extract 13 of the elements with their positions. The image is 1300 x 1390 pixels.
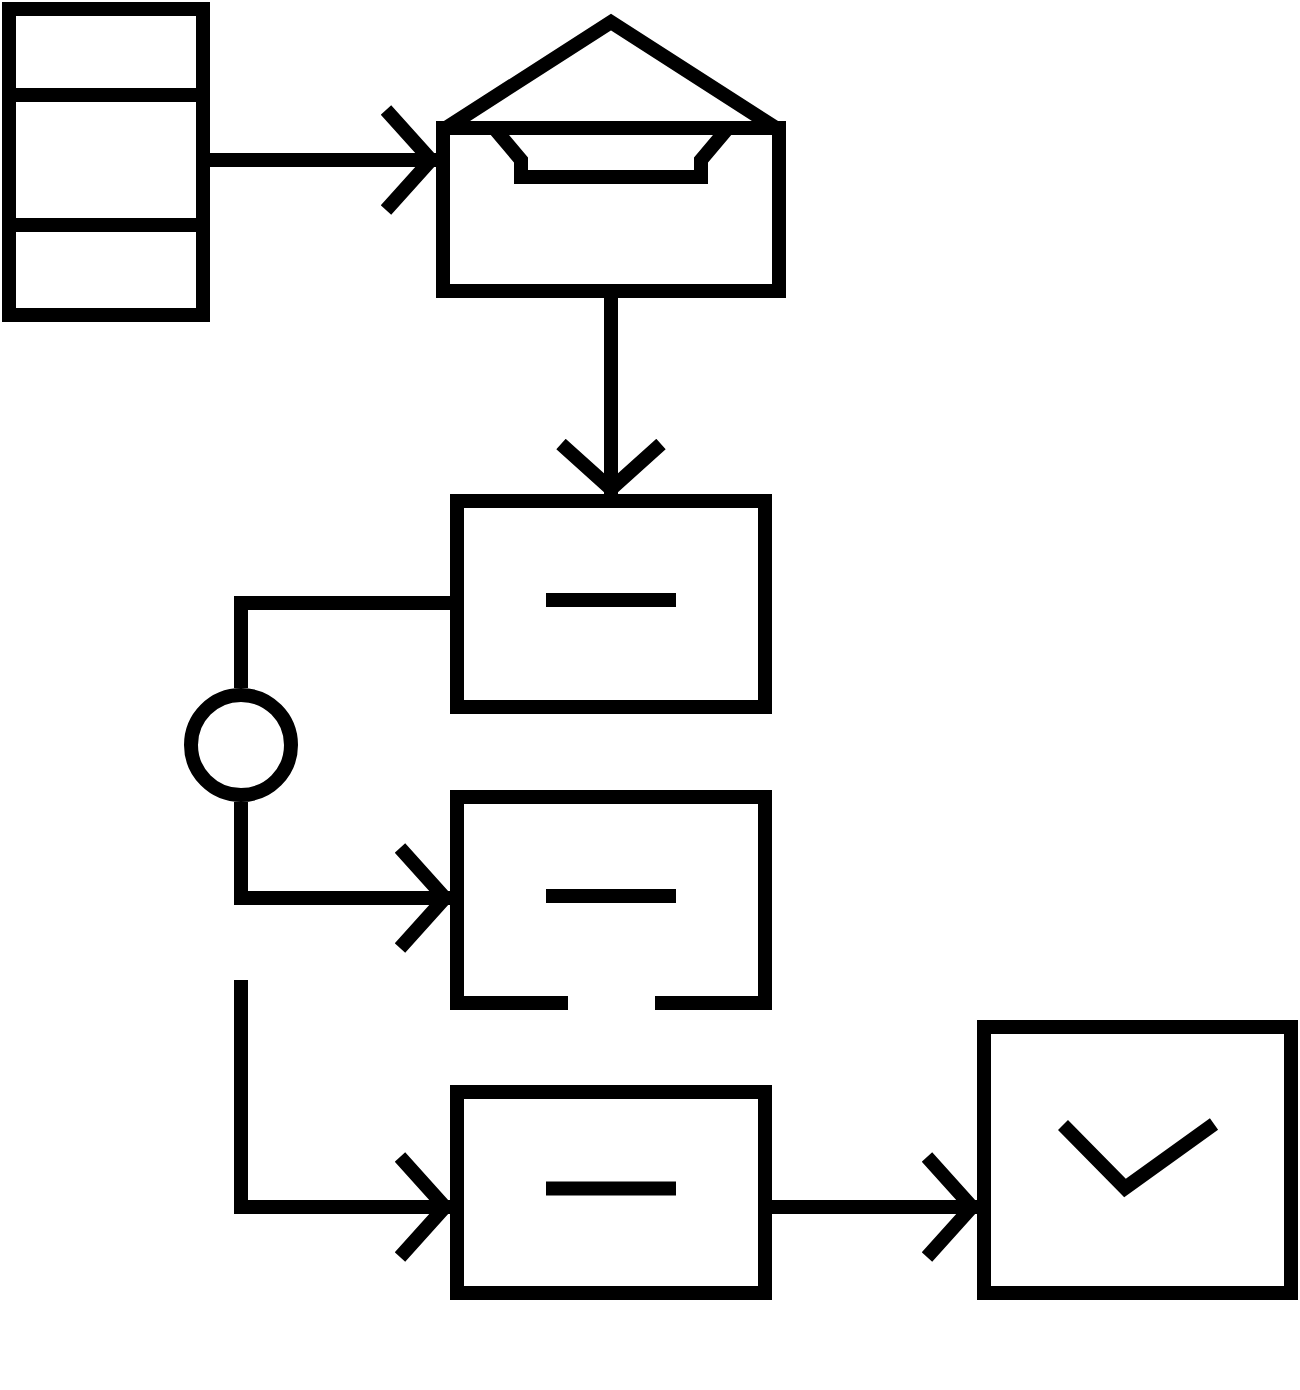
connector-line bbox=[234, 596, 450, 688]
envelope-icon bbox=[436, 15, 786, 298]
connector-circle bbox=[184, 688, 298, 802]
arrow bbox=[234, 802, 452, 955]
arrow bbox=[554, 298, 668, 496]
process-box bbox=[450, 494, 772, 714]
arrow bbox=[772, 1150, 979, 1264]
process-box bbox=[977, 1020, 1298, 1300]
arrow bbox=[234, 980, 452, 1264]
arrow bbox=[210, 103, 438, 217]
process-box bbox=[450, 790, 772, 1010]
process-box bbox=[450, 1085, 772, 1300]
table-icon bbox=[2, 2, 210, 322]
